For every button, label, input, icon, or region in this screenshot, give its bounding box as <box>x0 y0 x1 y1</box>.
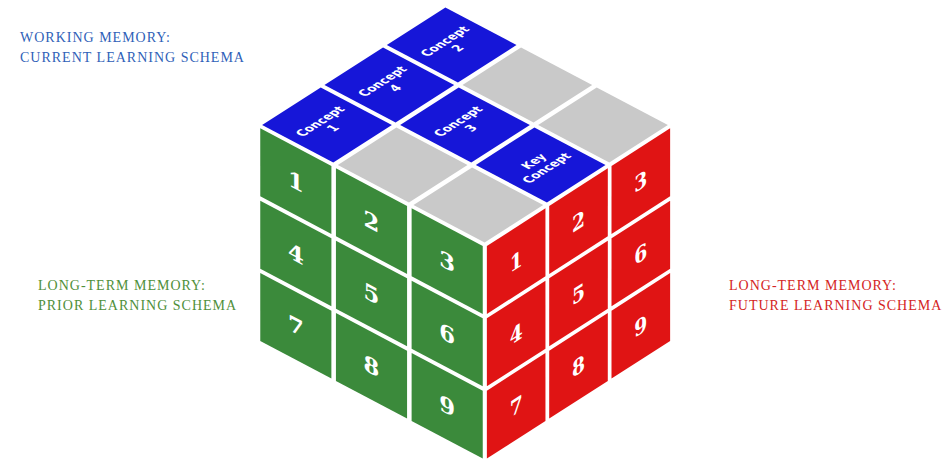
cell-number: 6 <box>439 317 455 351</box>
cell-number: 7 <box>288 309 304 343</box>
concept-label: Concept 2 <box>416 24 487 67</box>
cell-number: 3 <box>634 164 647 198</box>
cell-number: 8 <box>572 349 585 383</box>
cell-number: 2 <box>572 204 585 238</box>
concept-label: Concept 4 <box>354 64 425 107</box>
cell-number: 4 <box>510 317 523 351</box>
cell-number: 5 <box>572 277 585 311</box>
cell-number: 1 <box>288 164 304 198</box>
cell-number: 5 <box>364 277 380 311</box>
cell-number: 6 <box>634 237 647 271</box>
concept-label: Concept 1 <box>292 104 363 147</box>
memory-caption: WORKING MEMORY: CURRENT LEARNING SCHEMA <box>20 28 247 68</box>
concept-label: Key Concept <box>505 144 576 187</box>
cell-number: 9 <box>439 389 455 423</box>
memory-caption: LONG-TERM MEMORY: FUTURE LEARNING SCHEMA <box>729 276 945 316</box>
cell-number: 7 <box>510 389 523 423</box>
cell-number: 4 <box>288 237 304 271</box>
cell-number: 3 <box>439 244 455 278</box>
cell-number: 9 <box>634 309 647 343</box>
concept-label: Concept 3 <box>430 104 501 147</box>
cell-number: 1 <box>510 244 523 278</box>
memory-caption: LONG-TERM MEMORY: PRIOR LEARNING SCHEMA <box>38 276 240 316</box>
cell-number: 8 <box>364 349 380 383</box>
cell-number: 2 <box>364 204 380 238</box>
